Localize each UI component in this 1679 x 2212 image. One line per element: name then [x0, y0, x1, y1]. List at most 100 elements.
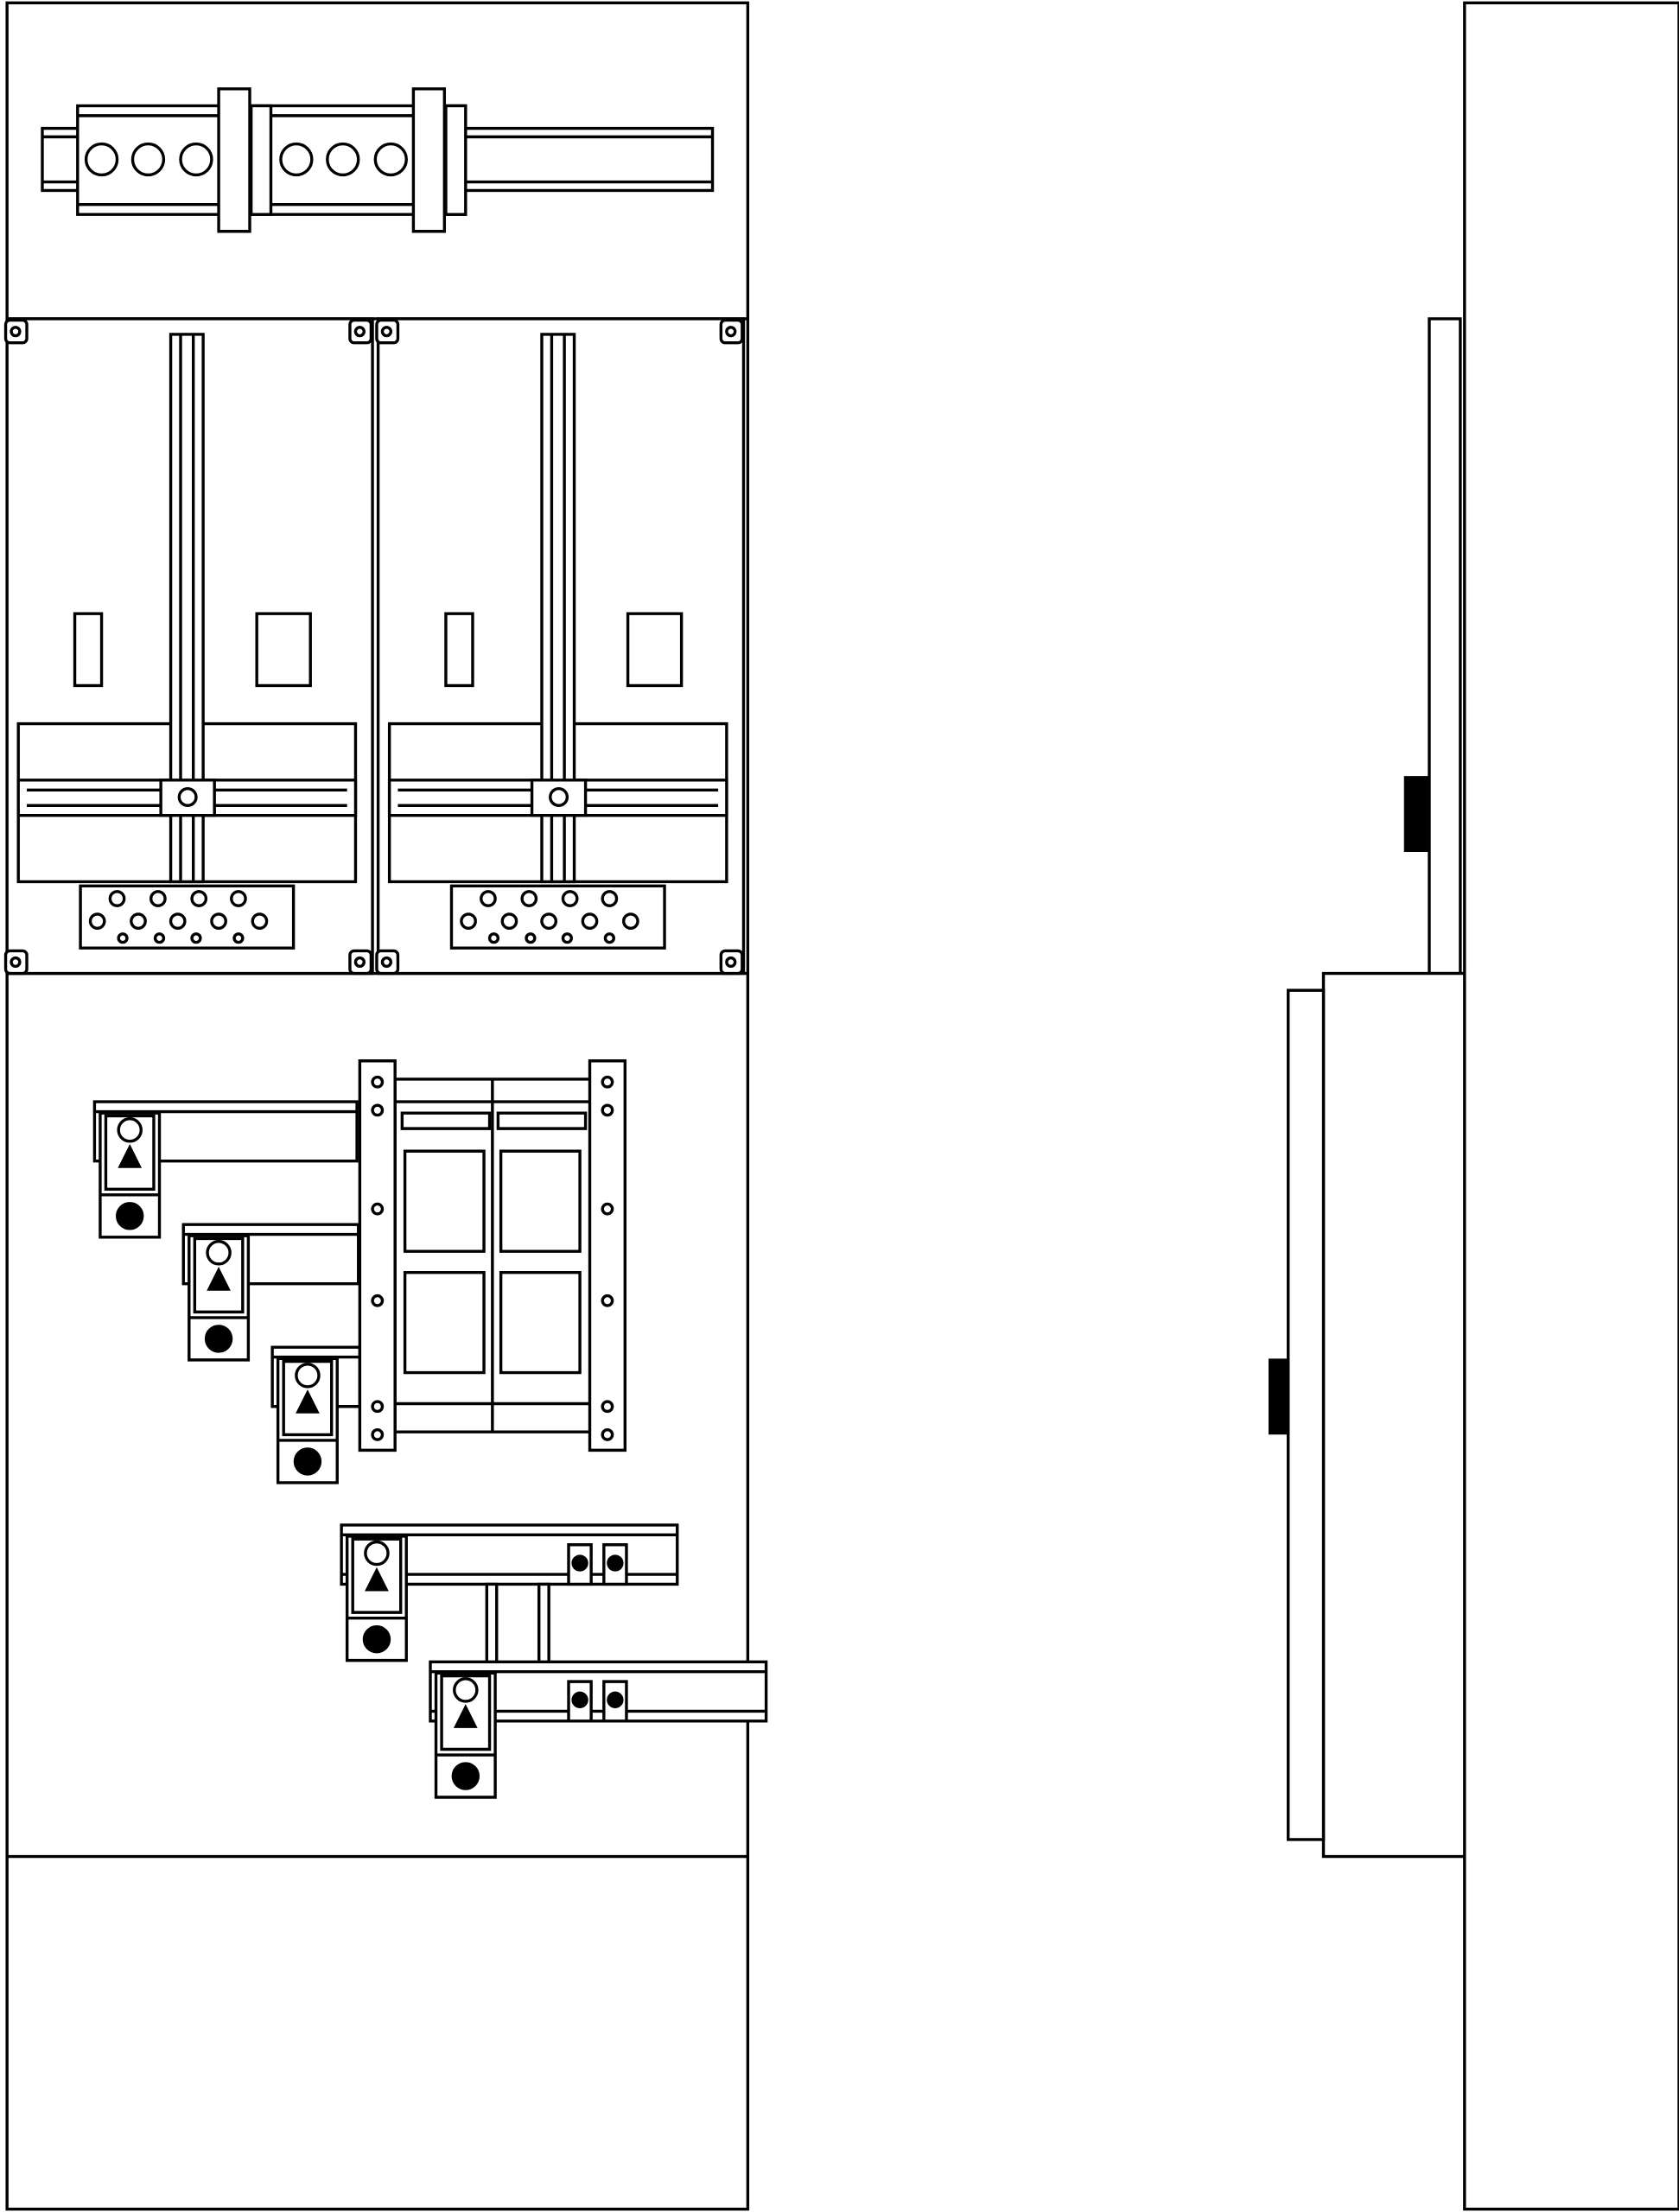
terminal-screw-icon [602, 892, 616, 906]
connector-bar [487, 1584, 496, 1662]
side-view [1269, 3, 1679, 2209]
terminal-hole [181, 144, 212, 175]
lug-hole [366, 1541, 388, 1564]
terminal-screw-icon [608, 1556, 622, 1570]
lug-hole [296, 1364, 319, 1387]
screw-icon [372, 1430, 382, 1440]
lug-screw-icon [453, 1764, 478, 1789]
screw-icon [355, 327, 364, 336]
screw-icon [382, 327, 391, 336]
screw-icon [602, 1105, 612, 1115]
screw-icon [372, 1402, 382, 1411]
terminal-screw-icon [171, 914, 185, 928]
terminal-screw-icon [542, 914, 556, 928]
terminal-hole [86, 144, 118, 175]
clamp-screw-icon [179, 789, 196, 806]
terminal-screw-icon [192, 934, 200, 943]
terminal-hole [375, 144, 406, 175]
terminal-screw-icon [526, 934, 535, 943]
meter-panel [6, 319, 373, 974]
terminal-screw-icon [90, 914, 104, 928]
terminal-screw-icon [481, 892, 495, 906]
terminal-screw-icon [110, 892, 124, 906]
terminal-screw-icon [232, 892, 245, 906]
rail-clamp [161, 780, 214, 816]
front-view [6, 3, 766, 2209]
mounting-bracket [589, 1061, 625, 1451]
terminal-screw-icon [573, 1556, 587, 1570]
terminal-screw-icon [118, 934, 127, 943]
cutout-small [75, 613, 102, 685]
terminal-screw-icon [131, 914, 145, 928]
cutout-large [628, 613, 682, 685]
lower-housing-side [1324, 974, 1465, 1857]
terminal-screw-icon [490, 934, 499, 943]
screw-icon [11, 958, 20, 967]
terminal-screw-icon [461, 914, 475, 928]
cutout-small [446, 613, 473, 685]
lug-hole [455, 1679, 477, 1701]
cable-lug-terminal [436, 1673, 496, 1797]
switch-label-slot [498, 1113, 585, 1128]
door-handle-icon [1269, 1360, 1288, 1433]
screw-icon [372, 1077, 382, 1087]
terminal-screw-icon [605, 934, 614, 943]
lug-screw-icon [295, 1449, 320, 1474]
screw-icon [602, 1077, 612, 1087]
side-cabinet-outline [1465, 3, 1679, 2209]
screw-icon [602, 1430, 612, 1440]
screw-icon [602, 1204, 612, 1213]
din-rail-assembly [42, 89, 713, 232]
screw-icon [727, 327, 735, 336]
terminal-screw-icon [502, 914, 516, 928]
lug-screw-icon [364, 1626, 389, 1651]
end-clamp [413, 89, 444, 232]
mounting-bracket [359, 1061, 395, 1451]
switch-window [405, 1273, 484, 1373]
lug-hole [207, 1242, 230, 1264]
cable-lug-terminal [278, 1358, 338, 1483]
door-handle-icon [1405, 778, 1429, 851]
terminal-hole [281, 144, 312, 175]
upper-door-side [1429, 319, 1460, 974]
switch-window [501, 1151, 580, 1251]
terminal-screw-icon [192, 892, 206, 906]
terminal-screw-icon [151, 892, 165, 906]
terminal-screw-icon [212, 914, 226, 928]
terminal-screw-icon [563, 934, 571, 943]
clamp-screw-icon [550, 789, 568, 806]
terminal-screw-icon [573, 1693, 587, 1707]
terminal-screw-icon [252, 914, 266, 928]
screw-icon [355, 958, 364, 967]
cable-lug-terminal [347, 1536, 407, 1661]
cutout-large [257, 613, 310, 685]
lower-door-side [1288, 990, 1324, 1840]
cable-lug-terminal [189, 1236, 249, 1360]
terminal-screw-icon [156, 934, 164, 943]
terminal-screw-icon [624, 914, 638, 928]
lug-hole [118, 1119, 141, 1141]
switch-window [405, 1151, 484, 1251]
screw-icon [727, 958, 735, 967]
switch-window [501, 1273, 580, 1373]
lug-screw-icon [206, 1326, 231, 1351]
arrow-up-icon [120, 1147, 140, 1166]
screw-icon [382, 958, 391, 967]
terminal-screw-icon [563, 892, 576, 906]
terminal-hole [132, 144, 163, 175]
arrow-up-icon [209, 1269, 229, 1289]
screw-icon [372, 1105, 382, 1115]
terminal-screw-icon [522, 892, 536, 906]
connector-bar [539, 1584, 549, 1662]
arrow-up-icon [367, 1570, 387, 1590]
terminal-screw-icon [608, 1693, 622, 1707]
end-clamp [219, 89, 250, 232]
terminal-hole [328, 144, 359, 175]
terminal-screw-icon [234, 934, 243, 943]
terminal-screw-icon [582, 914, 596, 928]
meter-panel [377, 319, 744, 974]
cable-lug-terminal [100, 1113, 160, 1237]
lug-screw-icon [118, 1204, 143, 1229]
arrow-up-icon [298, 1392, 318, 1412]
